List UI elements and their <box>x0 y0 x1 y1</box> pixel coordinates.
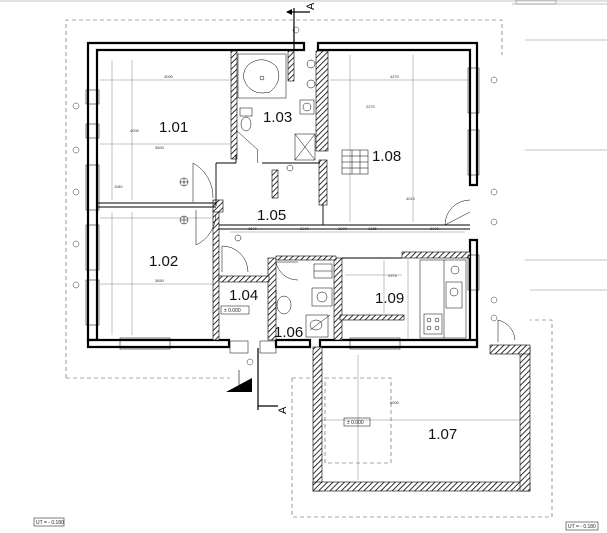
level-entry: ± 0.000 <box>224 308 241 314</box>
room-labels: 1.01 1.02 1.03 1.04 1.05 1.06 1.07 1.08 … <box>149 109 457 443</box>
toilet-106 <box>305 314 329 338</box>
room-label-1-01: 1.01 <box>159 119 188 136</box>
terrace-walls <box>312 344 531 492</box>
room-label-1-04: 1.04 <box>229 287 258 304</box>
level-terrace: ± 0.000 <box>347 420 364 426</box>
room-label-1-06: 1.06 <box>274 324 303 341</box>
room-label-1-03: 1.03 <box>263 109 292 126</box>
room-label-1-09: 1.09 <box>375 290 404 307</box>
room-label-1-05: 1.05 <box>257 207 286 224</box>
level-bottom-right: UT = - 0.180 <box>568 524 596 530</box>
dim-text: 4270 <box>390 74 400 79</box>
dim-text: 4000 <box>164 74 174 79</box>
room-label-1-02: 1.02 <box>149 253 178 270</box>
wardrobes <box>179 164 294 242</box>
windows <box>85 67 480 354</box>
dim-text: 3650 <box>155 278 165 283</box>
storage-cabinet <box>313 263 333 279</box>
dim-text: 1500 <box>248 226 258 231</box>
toilet-103 <box>239 107 253 132</box>
shower-103 <box>294 133 316 161</box>
dim-text: 3600 <box>155 145 165 150</box>
dimension-text: 4000 4270 3600 3650 2900 1900 1500 6000 … <box>114 74 440 405</box>
room-label-1-08: 1.08 <box>372 148 401 165</box>
section-label-bottom: A <box>277 406 289 414</box>
dim-text: 1180 <box>114 184 123 189</box>
staircase <box>341 149 369 175</box>
sheet-border <box>0 0 607 5</box>
dim-text: 1365 <box>368 226 378 231</box>
kitchen-counter <box>419 259 467 339</box>
outer-walls <box>86 41 479 349</box>
site-dashed-outline <box>65 19 553 518</box>
inner-partitions <box>97 155 470 259</box>
washbasin-104 <box>275 290 292 320</box>
section-label-top: A <box>305 2 317 10</box>
section-line-a: A A <box>226 2 317 414</box>
fixtures-top-bath <box>306 59 316 89</box>
dim-text: 6000 <box>390 400 400 405</box>
level-tags: ± 0.000 ± 0.000 UT = - 0.180 UT = - 0.18… <box>33 305 599 531</box>
sink-103 <box>299 99 315 115</box>
dim-text: 2970 <box>388 273 398 278</box>
grid-lines-right <box>525 39 607 291</box>
sink-106 <box>311 287 333 307</box>
bathtub <box>237 53 287 99</box>
axis-markers <box>72 26 498 366</box>
room-label-1-07: 1.07 <box>428 426 457 443</box>
dim-text: 2900 <box>300 226 310 231</box>
dim-text: 2000 <box>430 226 440 231</box>
dimension-lines <box>100 55 468 340</box>
dim-text: 4010 <box>406 196 416 201</box>
hatched-partitions <box>212 50 471 341</box>
dim-text: 2270 <box>366 104 376 109</box>
dim-text: 4000 <box>130 128 140 133</box>
dim-text: 1900 <box>338 226 348 231</box>
doors <box>192 129 516 342</box>
level-bottom-left: UT = - 0.180 <box>36 520 64 526</box>
